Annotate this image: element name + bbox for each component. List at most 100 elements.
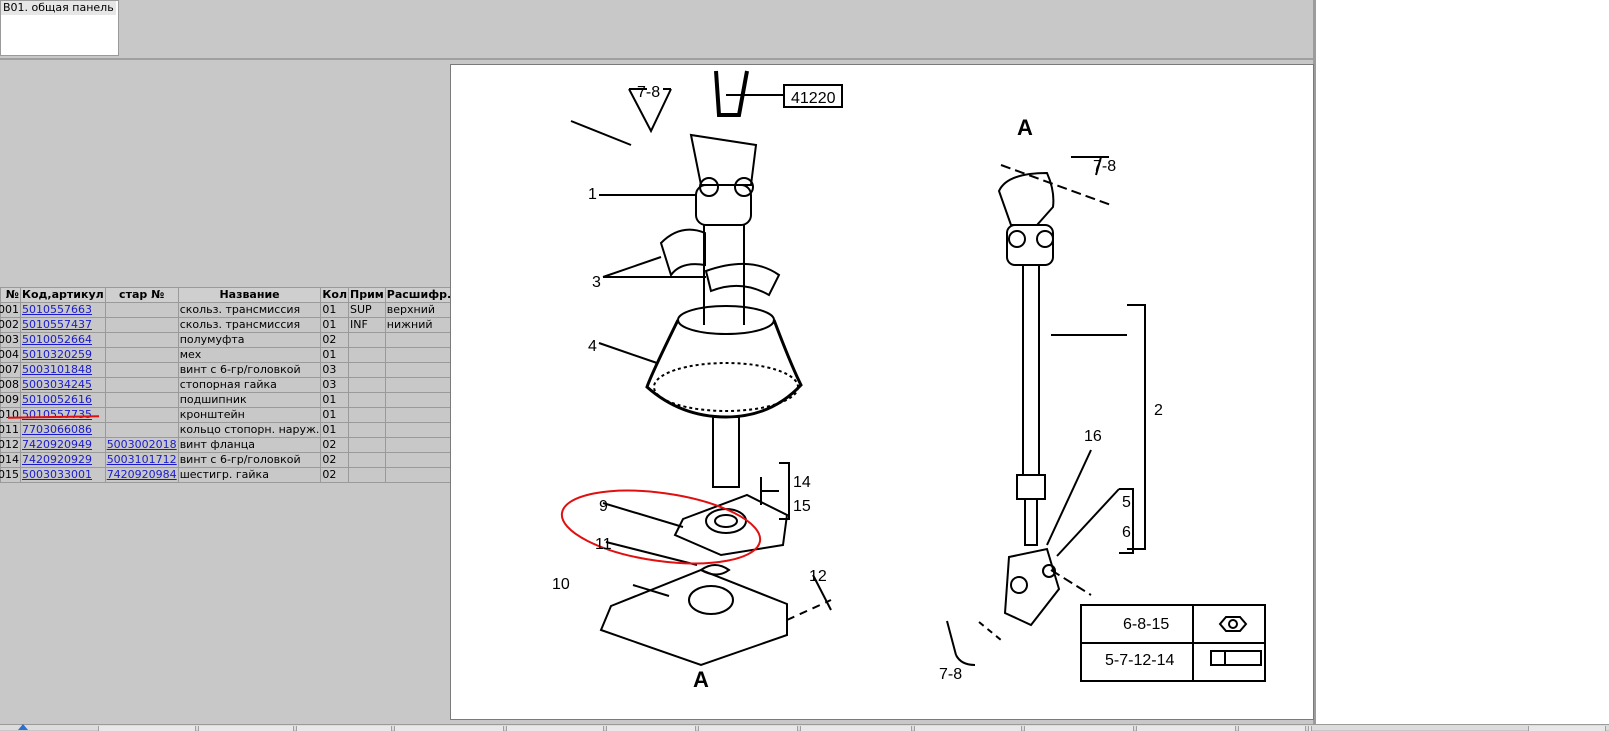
part-code-link[interactable]: 5010052616 [22,393,92,406]
cell-decode [384,362,454,378]
cell-name: винт с 6-гр/головкой [177,452,322,468]
label-12: 12 [809,568,827,585]
cell-number: 014 [0,452,21,468]
tree-item-selected[interactable]: B01. общая панель [1,1,116,15]
cell-code[interactable]: 7703066086 [20,422,106,438]
cell-old-number[interactable] [104,392,179,408]
bottom-tab-6[interactable] [606,726,696,731]
cell-qty: 01 [320,422,350,438]
cell-code[interactable]: 5003033001 [20,467,106,483]
cell-code[interactable]: 5003034245 [20,377,106,393]
bottom-tab-9[interactable] [914,726,1022,731]
parts-table: № Код,артикул стар № Название Кол Прим Р… [0,287,454,483]
cell-number: 011 [0,422,21,438]
cell-code[interactable]: 7420920929 [20,452,106,468]
cell-code[interactable]: 5003101848 [20,362,106,378]
legend-label-bolt: 5-7-12-14 [1105,652,1174,669]
cell-old-number[interactable] [104,362,179,378]
cell-name: скольз. трансмиссия [177,317,322,333]
bottom-tab-14[interactable] [1528,726,1606,731]
part-code-link[interactable]: 7703066086 [22,423,92,436]
cell-old-number[interactable] [104,317,179,333]
bottom-tab-3[interactable] [296,726,392,731]
cell-old-number[interactable] [104,332,179,348]
cell-old-number[interactable]: 7420920984 [104,467,179,483]
bottom-tab-12[interactable] [1238,726,1306,731]
bottom-tab-11[interactable] [1136,726,1236,731]
exploded-parts-diagram[interactable]: 41220 7-8 7-8 7-8 1 2 3 4 5 6 9 10 11 12… [450,64,1314,720]
cell-old-number[interactable]: 5003002018 [104,437,179,453]
cell-old-number[interactable] [104,302,179,318]
part-code-link[interactable]: 5003033001 [22,468,92,481]
part-code-link[interactable]: 5003034245 [22,378,92,391]
cell-name: винт с 6-гр/головкой [177,362,322,378]
cell-qty: 02 [320,332,350,348]
cell-old-number[interactable] [104,377,179,393]
cell-number: 009 [0,392,21,408]
group-tree[interactable]: B01. общая панель [0,0,119,56]
bottom-tab-7[interactable] [698,726,798,731]
bottom-tab-1[interactable] [98,726,196,731]
cell-code[interactable]: 5010052664 [20,332,106,348]
part-code-link[interactable]: 5010557437 [22,318,92,331]
cell-note [348,362,386,378]
cell-name: скольз. трансмиссия [177,302,322,318]
part-code-link[interactable]: 5003101848 [22,363,92,376]
bottom-tab-8[interactable] [800,726,912,731]
cell-code[interactable]: 5010052616 [20,392,106,408]
part-code-link[interactable]: 5010557663 [22,303,92,316]
cell-code[interactable]: 5010557437 [20,317,106,333]
cell-note: INF [348,317,386,333]
bottom-tab-10[interactable] [1024,726,1134,731]
cell-code[interactable]: 7420920949 [20,437,106,453]
label-11: 11 [595,536,612,553]
cell-number: 007 [0,362,21,378]
col-header-qty: Кол [320,287,350,303]
part-code-link[interactable]: 5003002018 [106,438,177,451]
part-code-link[interactable]: 5010320259 [22,348,92,361]
cell-name: мех [177,347,322,363]
col-header-note: Прим [348,287,386,303]
cell-number: 001 [0,302,21,318]
cell-decode [384,452,454,468]
cell-number: 010 [0,407,21,423]
part-code-link[interactable]: 7420920984 [106,468,177,481]
cell-qty: 02 [320,437,350,453]
label-10: 10 [552,576,570,593]
window-divider [1313,0,1316,724]
part-code-link[interactable]: 5003101712 [106,453,177,466]
cell-old-number[interactable] [104,422,179,438]
cell-number: 012 [0,437,21,453]
part-code-link[interactable]: 7420920949 [22,438,92,451]
cell-qty: 03 [320,377,350,393]
cell-code[interactable]: 5010320259 [20,347,106,363]
bottom-tab-4[interactable] [394,726,504,731]
cell-note [348,347,386,363]
part-code-link[interactable]: 5010052664 [22,333,92,346]
cell-old-number[interactable] [104,347,179,363]
label-7-8-bottom: 7-8 [939,666,962,683]
cell-code[interactable]: 5010557663 [20,302,106,318]
label-1: 1 [588,186,597,203]
label-9: 9 [599,498,608,515]
cell-qty: 03 [320,362,350,378]
bottom-tab-5[interactable] [506,726,604,731]
bottom-tab-13[interactable] [1308,726,1312,731]
cell-old-number[interactable] [104,407,179,423]
bottom-tab-2[interactable] [198,726,294,731]
label-2: 2 [1154,402,1163,419]
cell-old-number[interactable]: 5003101712 [104,452,179,468]
cell-qty: 01 [320,347,350,363]
part-code-link[interactable]: 7420920929 [22,453,92,466]
